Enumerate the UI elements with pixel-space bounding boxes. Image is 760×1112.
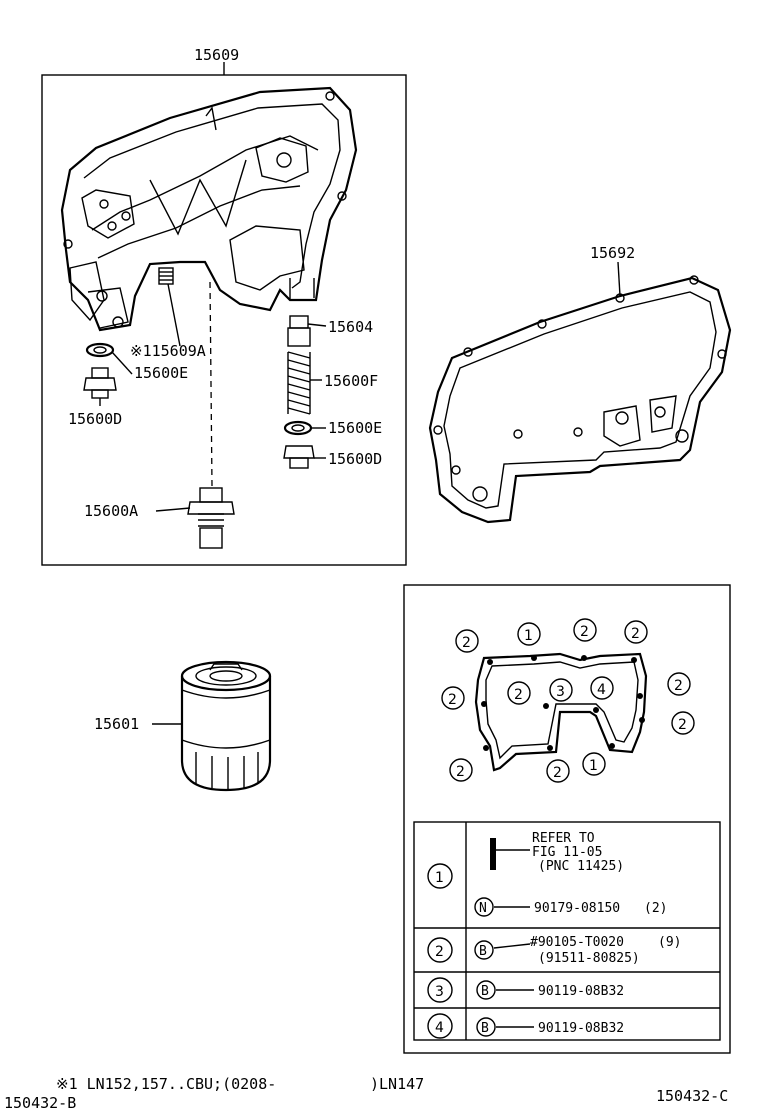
washer-right [283, 420, 326, 436]
part-91511: (91511-80825) [538, 951, 640, 966]
label-15600d-right: 15600D [328, 450, 382, 468]
qty-90179: (2) [644, 901, 667, 916]
table-key-4: 4 [435, 1020, 444, 1036]
marker-row2-1: 2 [448, 692, 457, 708]
code-right: 150432-C [656, 1087, 728, 1105]
table-key-2: 2 [435, 944, 444, 960]
bolt-layout-outline [474, 652, 648, 772]
bolt-icon [490, 838, 496, 870]
marker-row2-4: 4 [597, 682, 606, 698]
marker-top-2: 1 [524, 628, 533, 644]
label-15600e-left: 15600E [134, 364, 188, 382]
label-15604: 15604 [328, 318, 373, 336]
marker-top-1: 2 [462, 635, 471, 651]
marker-row2-5: 2 [674, 678, 683, 694]
part-90119-row3: 90119-08B32 [538, 984, 624, 999]
label-15609: 15609 [194, 46, 239, 64]
bolt-markers: 2 1 2 2 2 2 3 4 2 2 2 2 1 [441, 618, 695, 783]
oil-cooler-housing [60, 86, 358, 332]
marker-bottom-3: 1 [589, 758, 598, 774]
marker-row2-2: 2 [514, 687, 523, 703]
badge-n: N [479, 901, 487, 916]
plug-left [83, 367, 117, 406]
plug-right [283, 445, 326, 469]
badge-b-row2: B [479, 944, 487, 959]
code-left: 150432-B [4, 1094, 76, 1112]
part-90179: 90179-08150 [534, 901, 620, 916]
marker-top-3: 2 [580, 624, 589, 640]
gasket-15692 [428, 275, 732, 524]
marker-bottom-1: 2 [456, 764, 465, 780]
label-115609a: ※115609A [130, 342, 206, 360]
marker-top-4: 2 [631, 626, 640, 642]
table-key-1: 1 [435, 870, 444, 886]
label-15600f: 15600F [324, 372, 378, 390]
part-90119-row4: 90119-08B32 [538, 1021, 624, 1036]
badge-b-row3: B [481, 984, 489, 999]
union-bolt-15600a [155, 487, 235, 549]
qty-90105: (9) [658, 935, 681, 950]
label-15600a: 15600A [84, 502, 138, 520]
label-15600e-right: 15600E [328, 419, 382, 437]
marker-row2-3: 3 [556, 684, 565, 700]
footnote-text: ※1 LN152,157..CBU;(0208- [56, 1075, 276, 1093]
bolt-chart-box [403, 584, 731, 1054]
bolt-table: 1 REFER TO FIG 11-05 (PNC 11425) N 90179… [413, 821, 721, 1041]
dashed-guide [209, 281, 213, 487]
refer-line2: FIG 11-05 [532, 845, 602, 860]
label-15692: 15692 [590, 244, 635, 262]
oil-filter-15601 [152, 660, 272, 792]
marker-row3-right: 2 [678, 717, 687, 733]
refer-line3: (PNC 11425) [538, 859, 624, 874]
label-15600d-left: 15600D [68, 410, 122, 428]
table-key-3: 3 [435, 984, 444, 1000]
badge-b-row4: B [481, 1021, 489, 1036]
valve-15604 [287, 315, 327, 347]
spring-15600f [287, 351, 322, 415]
refer-line1: REFER TO [532, 831, 595, 846]
label-15601: 15601 [94, 715, 139, 733]
plug-115609a [158, 267, 181, 347]
marker-bottom-2: 2 [553, 765, 562, 781]
footnote-text2: )LN147 [370, 1075, 424, 1093]
washer-left [85, 342, 133, 375]
part-90105: #90105-T0020 [530, 935, 624, 950]
